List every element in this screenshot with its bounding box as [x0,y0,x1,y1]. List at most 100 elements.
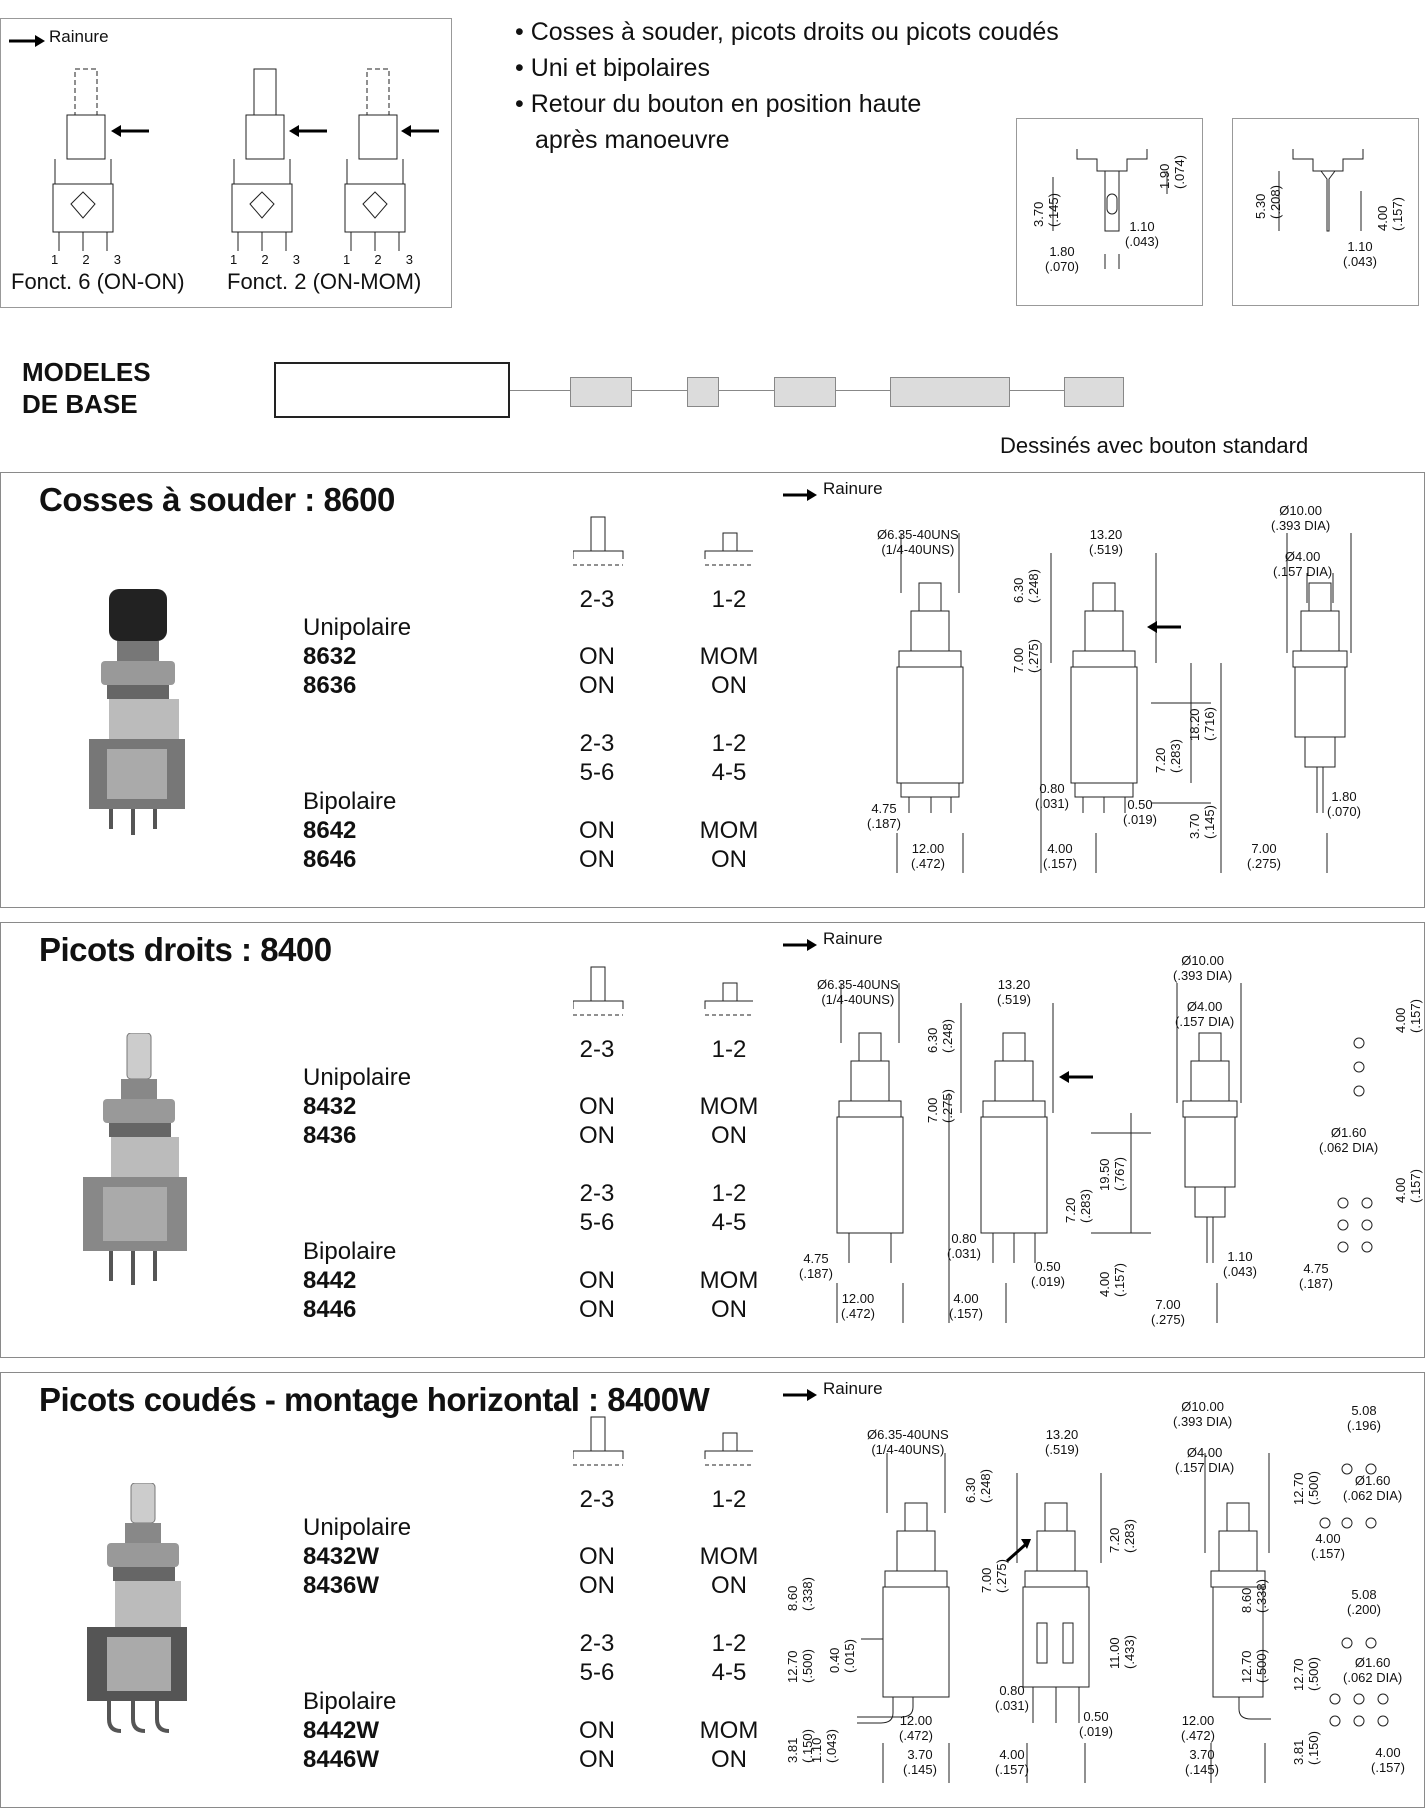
dim-label: 4.75 [871,801,897,816]
dim-label: 1.10 [1227,1249,1253,1264]
state-cell: ON [579,846,615,873]
fonct-2-label: Fonct. 2 (ON-MOM) [227,269,422,294]
dim-label: (.145) [1046,193,1061,227]
dim-label: 8.60 [1239,1587,1254,1613]
dim-label: (.187) [1299,1276,1333,1291]
model-number: 8636 [303,672,357,699]
dim-label: 5.08 [1351,1403,1377,1418]
dim-label: (1/4-40UNS) [821,992,895,1007]
col-head: 1-2 [711,1180,747,1207]
dim-label: 4.00 [953,1291,979,1306]
col-head: 2-3 [579,1486,615,1513]
dim-label: (.157) [949,1306,983,1321]
state-cell: ON [579,1267,615,1294]
bipolaire-label: Bipolaire [303,1688,397,1715]
dim-label: 1.90 [1157,163,1172,189]
dim-label: (.208) [1268,185,1283,219]
col-head: 5-6 [579,759,615,786]
dim-label: (.767) [1112,1157,1127,1191]
pin-number: 2 [82,252,90,267]
col-head: 2-3 [579,1180,615,1207]
dim-label: (.248) [978,1469,993,1503]
dim-label: 0.80 [951,1231,977,1246]
dim-label: (.472) [841,1306,875,1321]
col-head: 1-2 [711,1036,747,1063]
state-cell: MOM [699,1267,759,1294]
section-title: Picots coudés - montage horizontal : 840… [39,1381,710,1418]
dim-label: (.043) [824,1729,839,1763]
fonct-6-label: Fonct. 6 (ON-ON) [11,269,185,294]
dim-label: 4.00 [999,1747,1025,1762]
drawing-note: Dessinés avec bouton standard [1000,433,1309,458]
dim-label: (1/4-40UNS) [881,542,955,557]
dim-label: 1.10 [1129,219,1155,234]
state-cell: ON [579,1717,615,1744]
dim-label: (.019) [1123,812,1157,827]
order-code-slot [890,377,1010,407]
modeles-heading: MODELES DE BASE [22,357,151,419]
state-cell: MOM [699,643,759,670]
dim-label: (.031) [1035,796,1069,811]
dim-label: Ø4.00 [1186,999,1223,1014]
dim-label: 0.50 [1035,1259,1061,1274]
feature-item: • Cosses à souder, picots droits ou pico… [515,18,1059,46]
dim-label: 4.75 [803,1251,829,1266]
pin-number: 3 [292,252,300,267]
state-cell: ON [579,1093,615,1120]
switch-diagram-on-on [52,68,149,251]
dim-label: (.275) [1151,1312,1185,1327]
model-number: 8632 [303,643,357,670]
col-head: 2-3 [579,1036,615,1063]
dim-label: 8.60 [785,1585,800,1611]
dim-label: 0.80 [1039,781,1065,796]
dim-label: 13.20 [1045,1427,1079,1442]
order-code-slot [570,377,632,407]
unipolaire-label: Unipolaire [303,1514,412,1541]
dim-label: (.472) [1181,1728,1215,1743]
dim-label: (.043) [1343,254,1377,269]
state-cell: MOM [699,1093,759,1120]
dim-label: 1.80 [1049,244,1075,259]
state-cell: MOM [699,1717,759,1744]
dim-label: (.031) [947,1246,981,1261]
dim-label: (.283) [1122,1519,1137,1553]
dim-label: 4.00 [1393,1177,1408,1203]
dim-label: 12.00 [1181,1713,1215,1728]
dim-label: (.200) [1347,1602,1381,1617]
pin-number: 2 [261,252,269,267]
dim-label: 11.00 [1107,1637,1122,1669]
pin-detail-left: 3.70(.145) 1.90(.074) 1.10(.043) 1.80(.0… [1016,118,1203,306]
pin-number: 3 [113,252,121,267]
dim-label: 12.00 [911,841,945,856]
state-cell: ON [711,1296,747,1323]
dim-label: (.500) [1306,1471,1321,1505]
order-code-main-box [274,362,510,418]
dim-label: 3.70 [907,1747,933,1762]
dim-label: (.031) [995,1698,1029,1713]
bipolaire-label: Bipolaire [303,788,397,815]
dim-label: (.338) [800,1577,815,1611]
dim-label: 7.00 [1251,841,1277,856]
dim-label: 7.00 [1011,647,1026,673]
unipolaire-label: Unipolaire [303,614,412,641]
dim-label: (.062 DIA) [1343,1488,1403,1503]
dim-label: 3.70 [1031,201,1046,227]
dim-label: 5.08 [1351,1587,1377,1602]
dim-label: (.500) [1254,1649,1269,1683]
dim-label: 1.80 [1331,789,1357,804]
dim-label: (.070) [1327,804,1361,819]
dim-label: 6.30 [925,1027,940,1053]
dim-label: 0.80 [999,1683,1025,1698]
state-cell: MOM [699,1543,759,1570]
rainure-label: Rainure [49,27,109,46]
section-title: Cosses à souder : 8600 [39,481,395,518]
model-number: 8442 [303,1267,357,1294]
dim-label: 12.00 [841,1291,875,1306]
pcb-layout [1319,1463,1389,1727]
model-number: 8646 [303,846,357,873]
dim-label: 4.00 [1315,1531,1341,1546]
section-title: Picots droits : 8400 [39,931,332,968]
dim-label: (.716) [1202,707,1217,741]
function-diagram-box: Rainure 1 2 3 1 2 3 1 2 3 Fonct. 6 (ON-O… [0,18,452,308]
dim-label: Ø1.60 [1354,1473,1391,1488]
